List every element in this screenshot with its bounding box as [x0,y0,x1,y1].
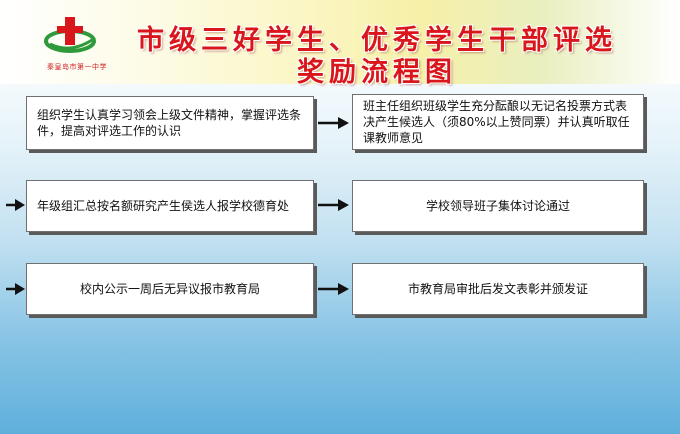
school-logo-icon [44,17,96,53]
flow-step-2-text: 班主任组织班级学生充分酝酿以无记名投票方式表决产生候选人（须80%以上赞同票）并… [363,99,630,145]
flow-step-3-text: 年级组汇总按名额研究产生侯选人报学校德育处 [37,199,290,213]
flow-step-6-text: 市教育局审批后发文表彰并颁发证 [407,282,588,296]
flow-step-3: 年级组汇总按名额研究产生侯选人报学校德育处 [26,180,314,232]
arrow-right-icon [6,199,25,211]
flow-step-5-text: 校内公示一周后无异议报市教育局 [79,282,260,296]
arrow-right-icon [6,283,25,295]
flow-step-4: 学校领导班子集体讨论通过 [352,180,644,232]
page-title-line2: 奖励流程图 [297,57,457,88]
flow-step-2: 班主任组织班级学生充分酝酿以无记名投票方式表决产生候选人（须80%以上赞同票）并… [352,94,644,150]
school-name: 秦皇岛市第一中学 [47,63,107,71]
flow-step-1-text: 组织学生认真学习领会上级文件精神，掌握评选条件，提高对评选工作的认识 [37,108,302,138]
arrow-right-icon [318,283,349,295]
flow-step-5: 校内公示一周后无异议报市教育局 [26,263,314,315]
flow-step-6: 市教育局审批后发文表彰并颁发证 [352,263,644,315]
header-banner: 秦皇岛市第一中学 市级三好学生、优秀学生干部评选 奖励流程图 [0,0,680,88]
flow-step-4-text: 学校领导班子集体讨论通过 [425,199,570,213]
page-title-line1: 市级三好学生、优秀学生干部评选 [137,25,617,56]
arrow-right-icon [318,199,349,211]
arrow-right-icon [318,117,349,129]
flow-step-1: 组织学生认真学习领会上级文件精神，掌握评选条件，提高对评选工作的认识 [26,96,314,150]
